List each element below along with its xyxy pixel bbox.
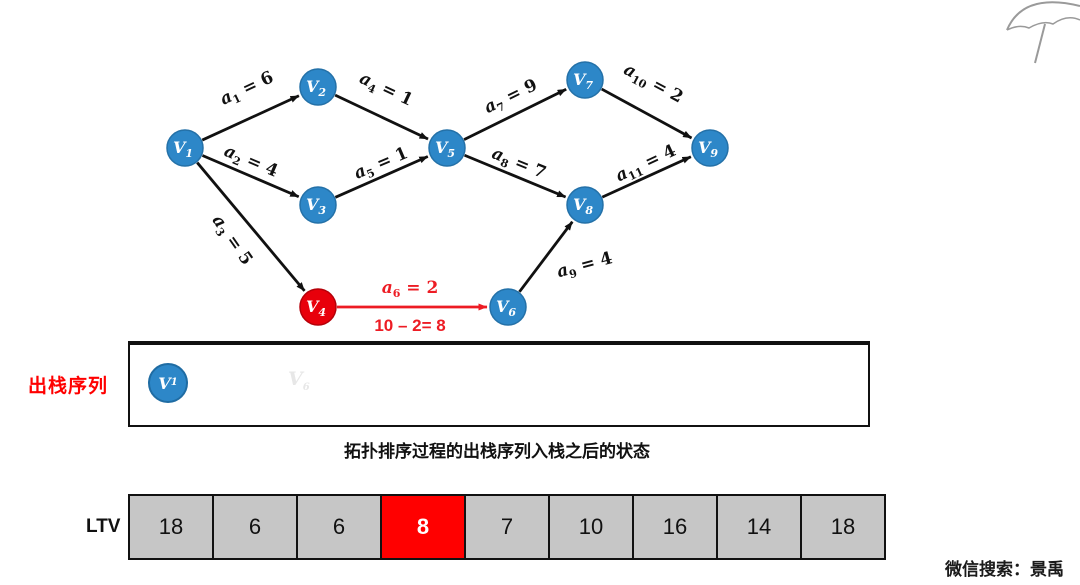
ltv-cell-2: 6 <box>296 494 382 560</box>
node-V8: V8 <box>566 186 604 224</box>
node-V5: V5 <box>428 129 466 167</box>
svg-text:V2: V2 <box>306 77 326 99</box>
edge-note-a6: 10 – 2= 8 <box>374 316 445 335</box>
node-V3: V3 <box>299 186 337 224</box>
edge-a8 <box>464 153 567 199</box>
edge-a1 <box>201 94 300 142</box>
ltv-cell-1: 6 <box>212 494 298 560</box>
node-V1: V1 <box>166 129 204 167</box>
ltv-cell-5: 10 <box>548 494 634 560</box>
ltv-cell-8: 18 <box>800 494 886 560</box>
edge-label-a9: a9 = 4 <box>555 248 616 284</box>
edge-label-a10: a10 = 2 <box>619 60 686 110</box>
edge-label-a7: a7 = 9 <box>481 75 542 120</box>
ltv-cell-3: 8 <box>380 494 466 560</box>
node-V6: V6 <box>489 288 527 326</box>
edge-label-a3: a3 = 5 <box>206 211 256 270</box>
edge-label-a5: a5 = 1 <box>351 143 412 185</box>
ltv-cell-0: 18 <box>128 494 214 560</box>
svg-text:V5: V5 <box>435 138 455 160</box>
edge-label-a4: a4 = 1 <box>355 68 416 112</box>
diagram-caption: 拓扑排序过程的出栈序列入栈之后的状态 <box>344 442 650 461</box>
edge-label-a1: a1 = 6 <box>217 67 278 111</box>
edge-a7 <box>463 88 567 141</box>
pop-sequence-label: 出栈序列 <box>28 376 109 397</box>
svg-text:V8: V8 <box>573 195 593 217</box>
node-V4: V4 <box>299 288 337 326</box>
edge-a4 <box>334 93 429 141</box>
edge-label-a6: a6 = 2 <box>382 278 439 300</box>
ltv-array-label: LTV <box>86 516 121 537</box>
stack-ghost-item: V6 <box>288 368 310 393</box>
node-V2: V2 <box>299 68 337 106</box>
svg-text:V3: V3 <box>306 195 326 217</box>
edge-a11 <box>601 155 692 199</box>
svg-text:V1: V1 <box>173 138 193 160</box>
umbrella-sketch-icon <box>1006 1 1080 64</box>
svg-text:V7: V7 <box>573 70 593 92</box>
svg-text:V9: V9 <box>698 138 718 160</box>
ltv-cell-6: 16 <box>632 494 718 560</box>
pop-sequence-box <box>128 341 870 427</box>
edge-a3 <box>196 161 306 292</box>
svg-text:V6: V6 <box>496 297 516 319</box>
svg-text:V4: V4 <box>306 297 326 319</box>
node-V7: V7 <box>566 61 604 99</box>
edge-label-a11: a11 = 4 <box>613 141 681 188</box>
edge-a10 <box>601 87 693 140</box>
edge-a9 <box>518 220 574 293</box>
watermark-text: 微信搜索：景禹 <box>945 560 1064 579</box>
edge-a5 <box>334 155 429 199</box>
node-V9: V9 <box>691 129 729 167</box>
ltv-cell-7: 14 <box>716 494 802 560</box>
ltv-cell-4: 7 <box>464 494 550 560</box>
edge-a2 <box>201 154 300 199</box>
aoe-network-diagram: a1 = 6a2 = 4a3 = 5a4 = 1a5 = 1a6 = 210 –… <box>166 60 729 335</box>
